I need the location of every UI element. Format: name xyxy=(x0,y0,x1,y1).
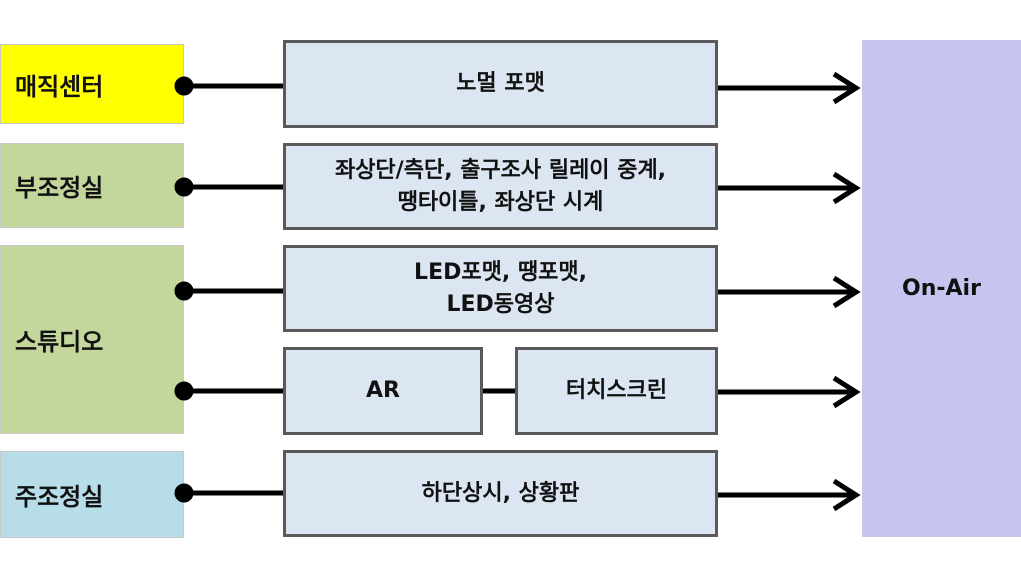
process-label: AR xyxy=(366,378,400,403)
process-led-format: LED포맷, 땡포맷, LED동영상 xyxy=(283,245,718,332)
source-master-control: 주조정실 xyxy=(0,451,184,538)
process-label: LED포맷, 땡포맷, LED동영상 xyxy=(414,259,587,317)
process-ar: AR xyxy=(283,347,483,435)
process-sub-control-graphics: 좌상단/측단, 출구조사 릴레이 중계, 땡타이틀, 좌상단 시계 xyxy=(283,143,718,230)
arrowhead-icon xyxy=(832,478,861,512)
arrowhead-icon xyxy=(832,71,861,105)
source-label: 스튜디오 xyxy=(15,328,104,356)
source-magic-center: 매직센터 xyxy=(0,44,184,124)
source-label: 주조정실 xyxy=(15,483,104,511)
process-touch-screen: 터치스크린 xyxy=(515,347,718,435)
process-label: 하단상시, 상황판 xyxy=(421,480,580,506)
output-on-air: On-Air xyxy=(862,40,1021,537)
source-sub-control: 부조정실 xyxy=(0,143,184,228)
source-studio: 스튜디오 xyxy=(0,245,184,434)
source-label: 매직센터 xyxy=(15,72,104,101)
output-label: On-Air xyxy=(902,276,981,301)
process-label: 터치스크린 xyxy=(565,378,668,403)
source-label: 부조정실 xyxy=(15,174,104,202)
arrowhead-icon xyxy=(832,375,861,409)
process-normal-format: 노멀 포맷 xyxy=(283,40,718,128)
process-label: 좌상단/측단, 출구조사 릴레이 중계, 땡타이틀, 좌상단 시계 xyxy=(334,157,667,215)
process-lower-third: 하단상시, 상황판 xyxy=(283,450,718,537)
process-label: 노멀 포맷 xyxy=(456,71,545,96)
arrowhead-icon xyxy=(832,171,861,205)
arrowhead-icon xyxy=(832,275,861,309)
